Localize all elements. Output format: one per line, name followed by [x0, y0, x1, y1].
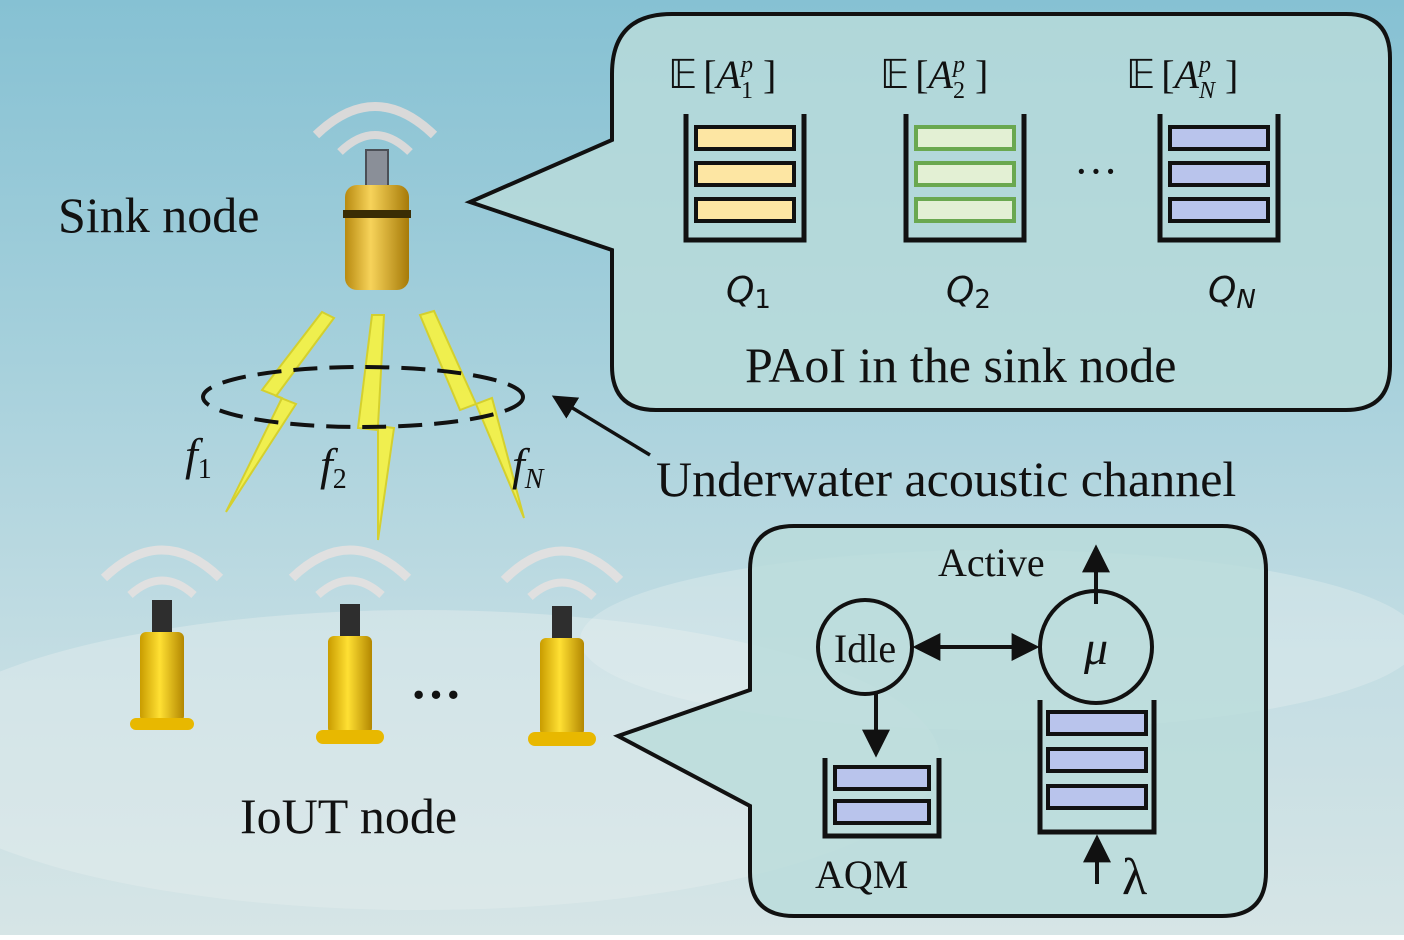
background-light-patch [0, 610, 940, 910]
queue-1-packet [694, 161, 796, 187]
queue-2-container [903, 114, 1027, 243]
paoi-caption: PAoI in the sink node [745, 337, 1177, 393]
queue-1-container [683, 114, 807, 243]
signal-wave-icon [288, 545, 412, 582]
queue-N-packet [1168, 197, 1270, 223]
iout-node-body [328, 636, 372, 734]
iout-node-cap [340, 604, 360, 638]
iout-node-cap [552, 606, 572, 640]
iout-node-base [316, 730, 384, 744]
iout-node-body [140, 632, 184, 722]
channel-ellipse [201, 365, 525, 429]
arrival-queue-packet [1046, 747, 1148, 773]
iout-node-2 [288, 545, 412, 744]
aqm-queue-packet [833, 799, 931, 825]
signal-wave-icon [315, 576, 385, 599]
iout-node-cap [152, 600, 172, 634]
aqm-queue-packet [833, 765, 931, 791]
sink-node-top [365, 149, 389, 191]
sink-node-label: Sink node [58, 187, 259, 243]
service-rate-label: μ [1083, 622, 1108, 675]
arrival-rate-label: λ [1122, 849, 1147, 906]
signal-wave-icon [500, 546, 624, 584]
iout-node-base [528, 732, 596, 746]
iout-node-label: IoUT node [240, 788, 457, 844]
arrival-queue-packet [1046, 784, 1148, 810]
iout-state-callout-bubble [613, 524, 1268, 918]
sink-node-device [312, 102, 438, 290]
iout-node-N [500, 546, 624, 746]
queue-1-packet [694, 197, 796, 223]
sink-node-body [345, 185, 409, 290]
arrival-queue [1037, 700, 1157, 835]
arrival-queue-container [1037, 700, 1157, 835]
iout-node-body [540, 638, 584, 736]
queue-N-packet [1168, 125, 1270, 151]
signal-wave-icon [312, 102, 438, 139]
iout-node-base [130, 718, 194, 730]
queue-N-label: QN [1208, 270, 1256, 315]
arrival-queue-packet [1046, 710, 1148, 736]
queue-N-container [1157, 114, 1281, 243]
idle-state-circle [816, 598, 914, 696]
signal-wave-icon [527, 578, 597, 601]
iout-node-1 [100, 545, 224, 730]
aqm-queue [822, 758, 942, 839]
signal-wave-icon [100, 545, 224, 582]
signal-wave-icon [337, 131, 413, 155]
aqm-queue-container [822, 758, 942, 839]
queue-1-packet [694, 125, 796, 151]
service-rate-circle [1038, 589, 1154, 705]
queue-2-packet [914, 125, 1016, 151]
link-bolt-1 [225, 310, 336, 513]
active-label: Active [938, 540, 1045, 585]
queue-1-label: Q1 [726, 270, 771, 315]
queue-N-packet [1168, 161, 1270, 187]
idle-state-label: Idle [834, 626, 896, 671]
channel-pointer-arrow [551, 395, 651, 457]
paoi-queue-ellipsis: ··· [1074, 147, 1118, 196]
iout-ellipsis: ··· [410, 667, 462, 724]
queue-2-packet [914, 197, 1016, 223]
queue-2-packet [914, 161, 1016, 187]
sink-node-band [343, 210, 411, 218]
signal-wave-icon [127, 576, 197, 599]
link-bolt-3 [418, 309, 525, 519]
aqm-label: AQM [815, 852, 908, 897]
queue-2-label: Q2 [946, 270, 991, 315]
channel-label: Underwater acoustic channel [656, 451, 1236, 507]
